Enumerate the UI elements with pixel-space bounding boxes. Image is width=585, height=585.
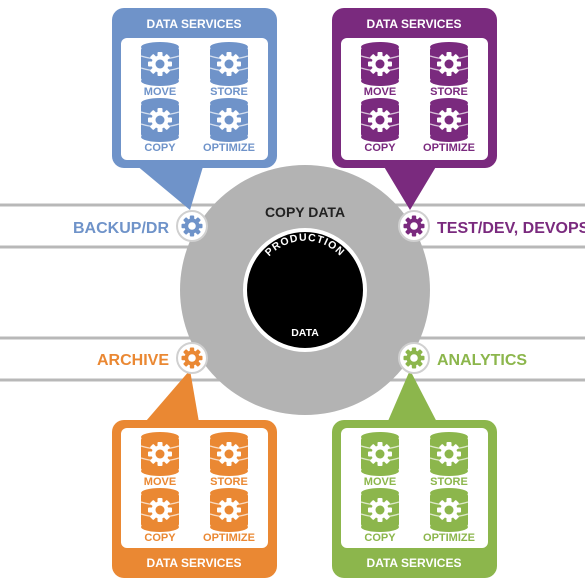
database-gear-icon (360, 487, 400, 533)
production-data-core (243, 228, 367, 352)
archive-label: ARCHIVE (97, 352, 169, 369)
gear-icon (398, 342, 430, 374)
database-gear-icon (360, 431, 400, 477)
data-services-panel-blue: DATA SERVICES MOVE STORE COPY OPTIMIZE (112, 8, 277, 168)
database-gear-icon (140, 431, 180, 477)
panel-title: DATA SERVICES (147, 556, 242, 570)
blue-pointer (130, 160, 205, 210)
backup-dr-label: BACKUP/DR (73, 220, 169, 237)
service-copy-label: COPY (364, 532, 396, 544)
data-services-panel-green: DATA SERVICES MOVE STORE COPY OPTIMIZE (332, 420, 497, 578)
service-move-label: MOVE (144, 476, 176, 488)
database-gear-icon (140, 97, 180, 143)
database-gear-icon (429, 41, 469, 87)
gear-icon (176, 210, 208, 242)
panel-title: DATA SERVICES (147, 17, 242, 31)
service-copy-label: COPY (364, 142, 396, 154)
service-copy-label: COPY (144, 532, 176, 544)
database-gear-icon (429, 487, 469, 533)
service-optimize-label: OPTIMIZE (203, 532, 255, 544)
analytics-label: ANALYTICS (437, 352, 527, 369)
gear-icon (176, 342, 208, 374)
service-store-label: STORE (430, 476, 468, 488)
service-optimize-label: OPTIMIZE (423, 142, 475, 154)
panel-title: DATA SERVICES (367, 556, 462, 570)
service-move-label: MOVE (364, 476, 396, 488)
database-gear-icon (209, 97, 249, 143)
purple-pointer (380, 160, 440, 210)
database-gear-icon (429, 97, 469, 143)
database-gear-icon (209, 41, 249, 87)
database-gear-icon (140, 41, 180, 87)
copy-data-label: COPY DATA (265, 204, 345, 220)
database-gear-icon (209, 431, 249, 477)
data-services-panel-purple: DATA SERVICES MOVE STORE COPY OPTIMIZE (332, 8, 497, 168)
service-move-label: MOVE (144, 86, 176, 98)
panel-title: DATA SERVICES (367, 17, 462, 31)
database-gear-icon (140, 487, 180, 533)
orange-pointer (140, 370, 200, 428)
database-gear-icon (209, 487, 249, 533)
green-pointer (385, 370, 440, 428)
test-dev-devops-label: TEST/DEV, DEVOPS (437, 220, 585, 237)
data-core-label: DATA (291, 327, 319, 339)
service-store-label: STORE (430, 86, 468, 98)
service-move-label: MOVE (364, 86, 396, 98)
data-services-panel-orange: DATA SERVICES MOVE STORE COPY OPTIMIZE (112, 420, 277, 578)
service-optimize-label: OPTIMIZE (423, 532, 475, 544)
gear-icon (398, 210, 430, 242)
database-gear-icon (360, 97, 400, 143)
database-gear-icon (360, 41, 400, 87)
service-store-label: STORE (210, 476, 248, 488)
service-copy-label: COPY (144, 142, 176, 154)
database-gear-icon (429, 431, 469, 477)
service-optimize-label: OPTIMIZE (203, 142, 255, 154)
service-store-label: STORE (210, 86, 248, 98)
